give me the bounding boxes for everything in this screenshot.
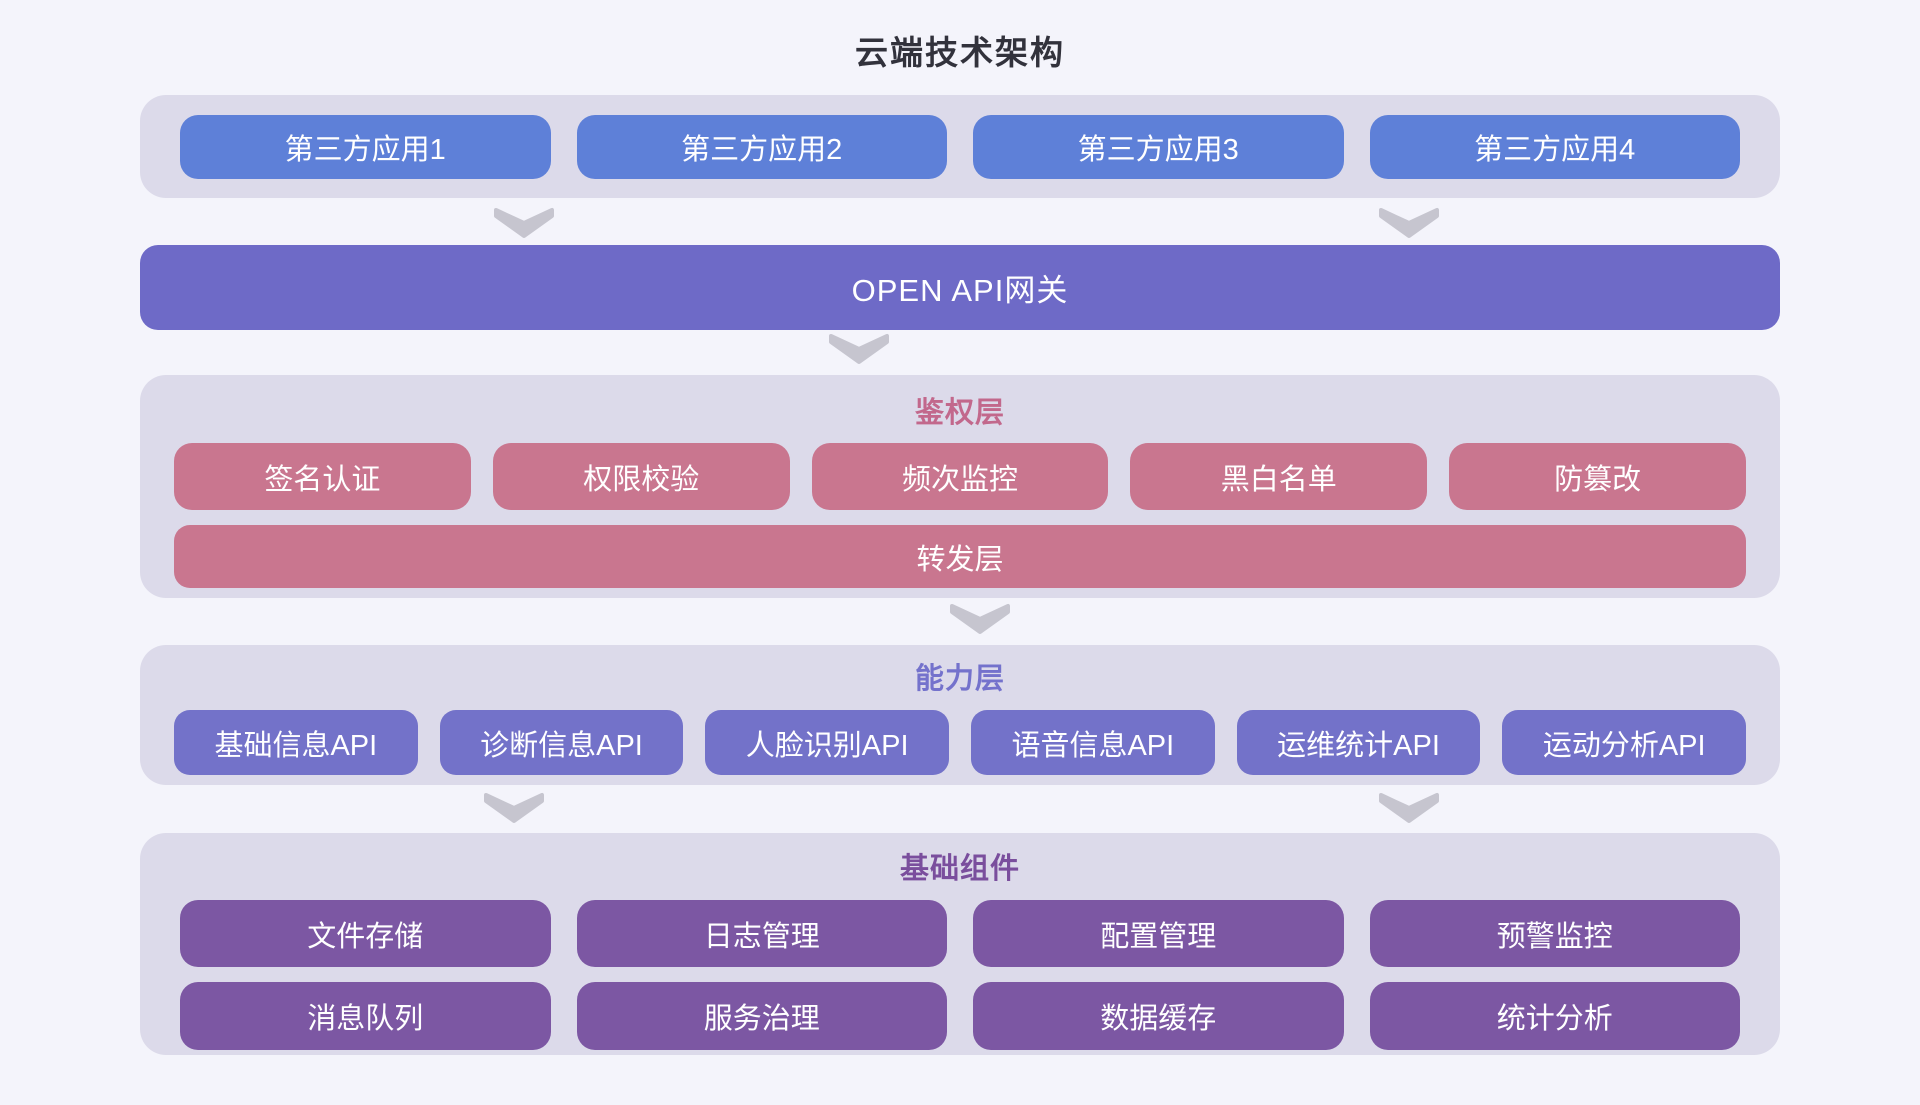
node-ops-stats-api: 运维统计API — [1236, 710, 1481, 775]
node-permission-check: 权限校验 — [492, 443, 790, 510]
node-file-storage: 文件存储 — [180, 900, 551, 967]
node-message-queue: 消息队列 — [180, 982, 551, 1050]
node-data-cache: 数据缓存 — [973, 982, 1344, 1050]
node-third-party-app-4: 第三方应用4 — [1369, 114, 1740, 179]
arrow-down-icon — [826, 332, 892, 366]
node-signature-auth: 签名认证 — [174, 443, 471, 510]
base-components-panel: 基础组件 文件存储 日志管理 配置管理 预警监控 消息队列 服务治理 数据缓存 … — [140, 833, 1780, 1055]
node-alert-monitoring: 预警监控 — [1369, 900, 1740, 967]
node-black-white-list: 黑白名单 — [1130, 443, 1428, 510]
node-voice-info-api: 语音信息API — [971, 710, 1215, 775]
capability-layer-title: 能力层 — [914, 663, 1005, 695]
arrow-down-icon — [947, 602, 1013, 636]
base-node-row-2: 消息队列 服务治理 数据缓存 统计分析 — [180, 982, 1740, 1050]
node-log-management: 日志管理 — [576, 900, 947, 967]
auth-layer-panel: 鉴权层 签名认证 权限校验 频次监控 黑白名单 防篡改 转发层 — [140, 375, 1780, 598]
capability-layer-panel: 能力层 基础信息API 诊断信息API 人脸识别API 语音信息API 运维统计… — [140, 645, 1780, 785]
base-node-row-1: 文件存储 日志管理 配置管理 预警监控 — [180, 900, 1740, 967]
node-face-recognition-api: 人脸识别API — [705, 710, 950, 775]
node-service-governance: 服务治理 — [576, 982, 947, 1050]
node-stats-analysis: 统计分析 — [1369, 982, 1740, 1050]
arrow-down-icon — [1376, 791, 1442, 825]
third-party-apps-panel: 第三方应用1 第三方应用2 第三方应用3 第三方应用4 — [140, 95, 1780, 198]
arrow-down-icon — [481, 791, 547, 825]
forward-layer-bar: 转发层 — [174, 525, 1746, 588]
capability-node-row: 基础信息API 诊断信息API 人脸识别API 语音信息API 运维统计API … — [174, 710, 1747, 775]
gateway-bar: OPEN API网关 — [140, 245, 1780, 330]
page-title: 云端技术架构 — [855, 34, 1065, 71]
node-third-party-app-2: 第三方应用2 — [576, 114, 947, 179]
auth-layer-title: 鉴权层 — [914, 397, 1005, 429]
node-anti-tamper: 防篡改 — [1449, 443, 1746, 510]
base-components-title: 基础组件 — [899, 853, 1020, 885]
node-motion-analysis-api: 运动分析API — [1502, 710, 1747, 775]
node-third-party-app-3: 第三方应用3 — [973, 114, 1344, 179]
node-diagnosis-info-api: 诊断信息API — [439, 710, 684, 775]
node-third-party-app-1: 第三方应用1 — [180, 114, 551, 179]
arrow-down-icon — [491, 206, 557, 240]
node-basic-info-api: 基础信息API — [174, 710, 418, 775]
node-config-management: 配置管理 — [973, 900, 1344, 967]
arrow-down-icon — [1376, 206, 1442, 240]
auth-node-row: 签名认证 权限校验 频次监控 黑白名单 防篡改 — [174, 443, 1746, 510]
node-frequency-monitor: 频次监控 — [811, 443, 1109, 510]
